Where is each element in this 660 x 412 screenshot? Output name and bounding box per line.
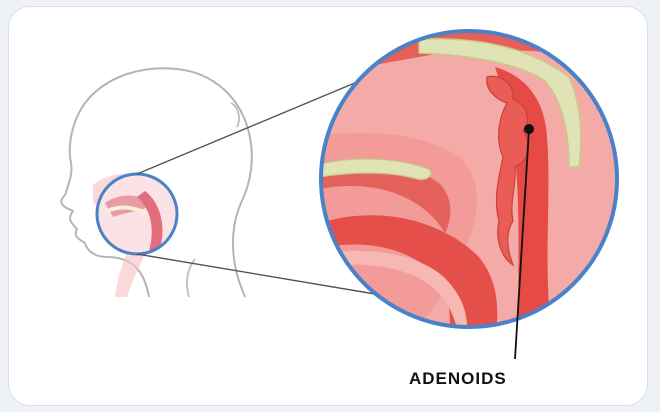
adenoid-diagram xyxy=(9,7,648,406)
neck-line xyxy=(187,259,195,297)
illustration-card: ADENOIDS xyxy=(8,6,648,406)
adenoids-label: ADENOIDS xyxy=(409,369,507,389)
magnified-view xyxy=(309,27,639,337)
